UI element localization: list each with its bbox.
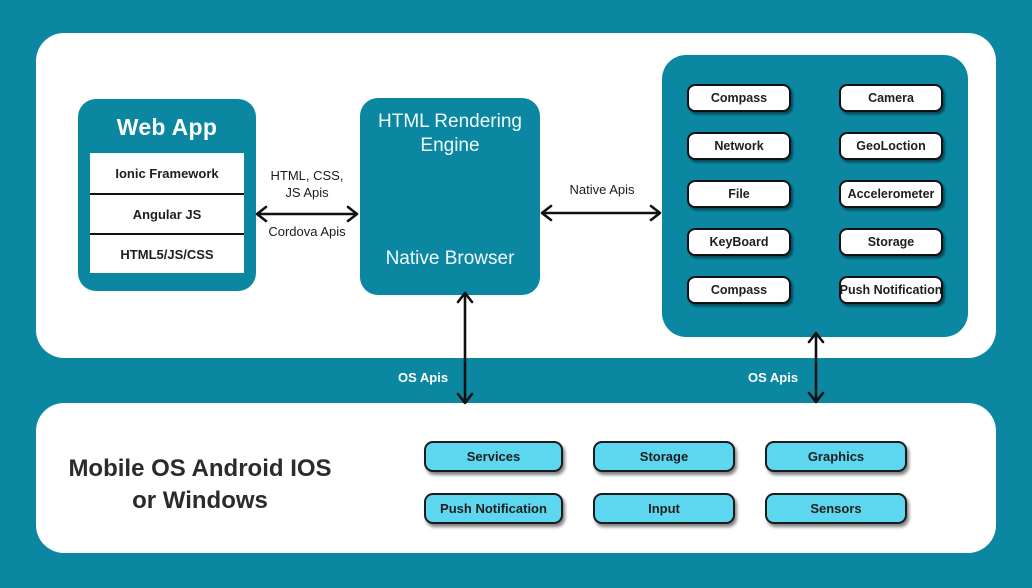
web-app-title: Web App [116,114,218,140]
web-app-layer-ionic: Ionic Framework [115,165,219,181]
plugin-item-keyboard: KeyBoard [687,228,791,256]
os-button-sensors: Sensors [765,493,907,524]
bottom-panel [36,403,996,553]
plugin-item-push-notification: Push Notification [839,276,943,304]
os-button-push-notification: Push Notification [424,493,563,524]
mobile-os-title: Mobile OS Android IOS or Windows [68,455,332,515]
web-app-box: Web App Ionic Framework Angular JS HTML5… [78,99,256,291]
plugin-item-camera: Camera [839,84,943,112]
arrow-engine-plugins [540,204,662,222]
os-button-services: Services [424,441,563,472]
os-button-storage: Storage [593,441,735,472]
plugin-item-accelerometer: Accelerometer [839,180,943,208]
native-browser-label: Native Browser [385,248,515,269]
arrow-webapp-engine [255,205,359,223]
arrow-engine-os [456,291,474,405]
web-app-layer-html5: HTML5/JS/CSS [90,233,244,273]
os-button-input: Input [593,493,735,524]
label-os-apis-left: OS Apis [398,370,449,385]
plugin-item-geolocation: GeoLoction [839,132,943,160]
label-html-css-js-apis: HTML, CSS, JS Apis [270,168,344,200]
label-native-apis: Native Apis [569,182,635,197]
plugin-item-storage: Storage [839,228,943,256]
plugin-item-network: Network [687,132,791,160]
os-buttons-grid: Services Storage Graphics Push Notificat… [424,441,907,524]
rendering-engine-title: HTML Rendering Engine [378,111,522,156]
label-os-apis-right: OS Apis [748,370,799,385]
plugin-item-compass-2: Compass [687,276,791,304]
web-app-layer-angular: Angular JS [90,193,244,233]
label-cordova-apis: Cordova Apis [268,224,346,239]
plugins-panel: Compass Camera Network GeoLoction File A… [662,55,968,337]
plugins-grid: Compass Camera Network GeoLoction File A… [687,84,943,304]
rendering-engine-box: HTML Rendering Engine Native Browser [360,98,540,295]
web-app-layer-stack: Ionic Framework Angular JS HTML5/JS/CSS [90,153,244,273]
arrow-plugins-os [807,331,825,404]
plugin-item-compass: Compass [687,84,791,112]
os-button-graphics: Graphics [765,441,907,472]
plugin-item-file: File [687,180,791,208]
